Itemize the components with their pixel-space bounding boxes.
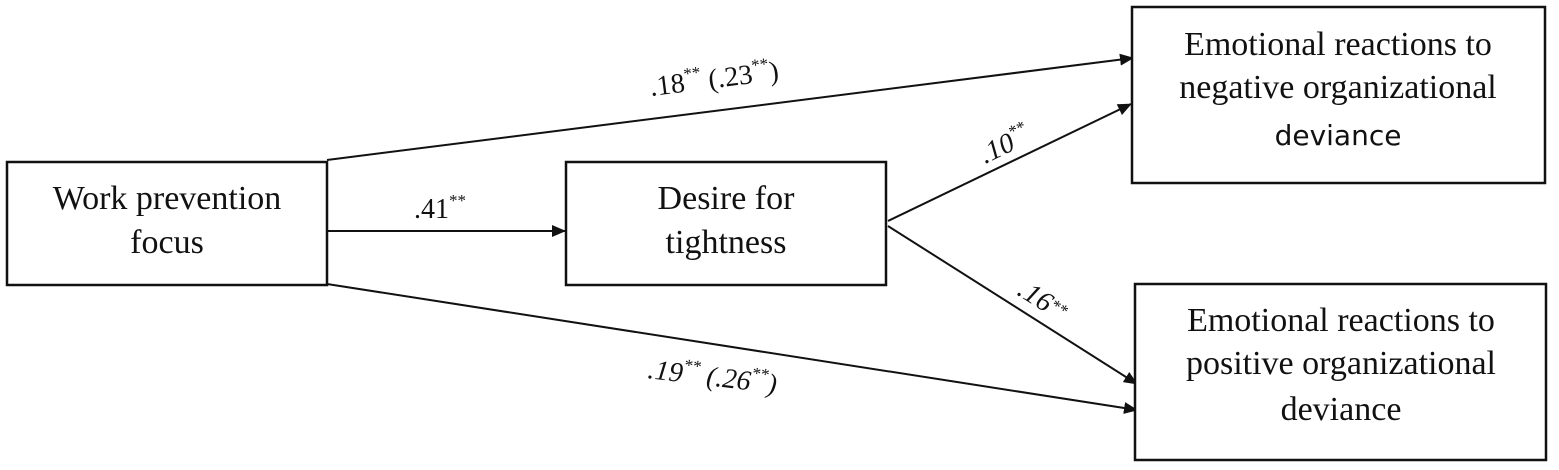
coefficient: .19 bbox=[646, 354, 684, 389]
node-label-line: deviance bbox=[1281, 391, 1402, 428]
total-effect-open: (.26 bbox=[698, 360, 753, 397]
coefficient: .41 bbox=[414, 194, 449, 225]
node-label-line: tightness bbox=[666, 224, 787, 261]
total-effect-open: (.23 bbox=[700, 59, 755, 96]
edge-label-desire-to-negative: .10** bbox=[973, 117, 1035, 170]
edge-desire-to-positive bbox=[887, 225, 1138, 385]
edge-label-wpf-to-positive: .19** (.26**) bbox=[646, 351, 779, 400]
node-work-prevention-focus: Work prevention focus bbox=[5, 160, 329, 287]
node-label-line: Emotional reactions to bbox=[1184, 26, 1492, 63]
node-negative-deviance: Emotional reactions to negative organiza… bbox=[1130, 5, 1547, 185]
significance-marker: ** bbox=[449, 191, 466, 210]
node-label-line: Desire for bbox=[658, 180, 796, 217]
node-label-line: focus bbox=[130, 224, 204, 261]
coefficient: .18 bbox=[648, 68, 687, 103]
significance-marker: ** bbox=[683, 355, 703, 376]
node-desire-for-tightness: Desire for tightness bbox=[564, 160, 888, 287]
significance-marker: ** bbox=[751, 363, 771, 384]
node-label-line: positive organizational bbox=[1186, 345, 1496, 382]
node-label-line: negative organizational bbox=[1179, 69, 1497, 106]
edge-label-desire-to-positive: .16** bbox=[1012, 274, 1073, 328]
edge-wpf-to-positive bbox=[326, 283, 1138, 414]
significance-marker: ** bbox=[682, 63, 701, 84]
edge-label-wpf-to-negative: .18** (.23**) bbox=[648, 53, 781, 103]
node-label-line: Work prevention bbox=[53, 180, 282, 217]
total-effect-close: ) bbox=[767, 56, 780, 88]
edge-wpf-to-negative bbox=[326, 53, 1134, 161]
node-label-line: Emotional reactions to bbox=[1187, 302, 1495, 339]
node-label-line: deviance bbox=[1275, 119, 1402, 152]
edge-label-wpf-to-desire: .41** bbox=[414, 191, 466, 225]
significance-marker: ** bbox=[750, 54, 769, 75]
node-positive-deviance: Emotional reactions to positive organiza… bbox=[1133, 282, 1548, 462]
edge-desire-to-negative bbox=[887, 103, 1132, 222]
